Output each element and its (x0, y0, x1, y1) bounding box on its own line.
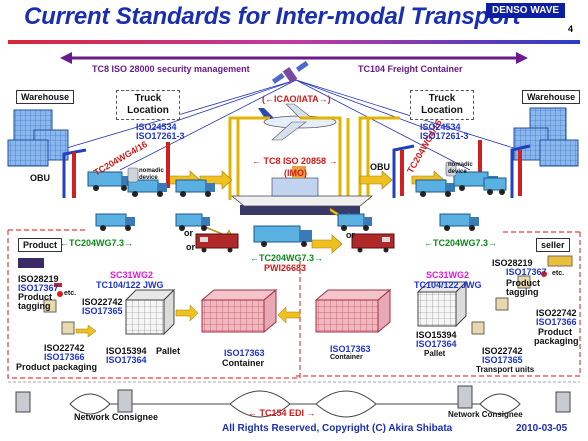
seller-panel-graphics (277, 255, 573, 335)
product-iso22742-b: ISO22742 (44, 343, 85, 353)
icao-iata-label: (←ICAO/IATA→) (262, 94, 331, 104)
right-truck-location-line2: Location (421, 105, 463, 116)
left-truck-location: Truck Location (116, 90, 180, 120)
seller-tagging-line1: Product (506, 278, 541, 288)
port-cranes (228, 116, 400, 200)
seller-iso17365: ISO17365 (482, 355, 523, 365)
network-consignee-right: Network Consignee (448, 410, 523, 419)
product-tc104-jwg: TC104/122 JWG (96, 280, 164, 290)
product-iso17367: ISO17367 (18, 283, 59, 293)
nomadic-devices (127, 161, 457, 183)
seller-etc: etc. (552, 270, 565, 277)
product-tagging-line2: tagging (18, 301, 51, 311)
security-arrow (60, 52, 528, 64)
right-warehouse-label: Warehouse (522, 90, 581, 104)
seller-label: seller (536, 238, 570, 252)
network-consignee-left: Network Consignee (74, 412, 159, 422)
freight-container-label: TC104 Freight Container (358, 64, 463, 74)
title-underline (8, 40, 580, 44)
trucks (87, 171, 507, 247)
left-iso17261: ISO17261-3 (136, 131, 185, 141)
seller-pallet-label: Pallet (424, 349, 446, 358)
copyright-footer: All Rights Reserved, Copyright (C) Akira… (222, 423, 453, 434)
product-sc31wg2: SC31WG2 (110, 270, 154, 280)
right-nomadic-label: nomadic device (448, 162, 473, 175)
trains (195, 233, 395, 253)
page-number: 4 (568, 24, 574, 34)
left-obu-label: OBU (30, 173, 50, 183)
seller-iso22742-b: ISO22742 (482, 346, 523, 356)
right-or-label: or (346, 230, 355, 240)
product-pallet-label: Pallet (156, 346, 181, 356)
right-tc204-wg73: ←TC204WG7.3→ (424, 238, 498, 248)
seller-iso17366: ISO17366 (536, 317, 577, 327)
rfid-gates (62, 140, 531, 198)
product-label: Product (18, 238, 63, 252)
seller-iso22742-a: ISO22742 (536, 308, 577, 318)
middle-tc204-wg73: ←TC204WG7.3→ (250, 253, 324, 263)
security-management-label: TC8 ISO 28000 security management (92, 64, 250, 74)
seller-tagging-line2: tagging (506, 287, 539, 297)
seller-tc104-jwg: TC104/122 JWG (414, 280, 482, 290)
right-warehouse (513, 107, 579, 167)
product-iso17364: ISO17364 (106, 355, 147, 365)
page-title: Current Standards for Inter-modal Transp… (24, 3, 521, 30)
seller-iso15394: ISO15394 (416, 330, 457, 340)
product-iso28219: ISO28219 (18, 274, 59, 284)
product-iso22742-a: ISO22742 (82, 297, 123, 307)
left-tc204-wg73: ←TC204WG7.3→ (60, 238, 134, 248)
right-iso24534: ISO24534 (420, 122, 461, 132)
tc154-edi-label: ← TC154 EDI → (248, 408, 316, 418)
right-truck-location: Truck Location (410, 90, 474, 120)
right-obu-label: OBU (370, 162, 390, 172)
seller-container-label: Container (330, 354, 363, 361)
tc8-iso20858-label: ← TC8 ISO 20858 → (252, 156, 338, 166)
left-warehouse (7, 109, 69, 167)
seller-transport-units: Transport units (476, 365, 535, 374)
left-truck-location-line2: Location (127, 105, 169, 116)
seller-packaging-line2: packaging (534, 336, 579, 346)
left-truck-location-line1: Truck (134, 93, 162, 104)
product-panel-graphics (18, 258, 278, 338)
seller-iso17364: ISO17364 (416, 339, 457, 349)
product-tagging-line1: Product (18, 292, 53, 302)
left-iso24534: ISO24534 (136, 122, 177, 132)
right-truck-location-line1: Truck (428, 93, 456, 104)
brand-label: DENSO WAVE (486, 3, 566, 18)
airplane-icon (258, 103, 337, 141)
satellite-icon (271, 60, 309, 84)
product-iso15394: ISO15394 (106, 346, 147, 356)
ship-icon (230, 166, 374, 215)
seller-iso17367: ISO17367 (506, 267, 547, 277)
footer-date: 2010-03-05 (516, 423, 568, 434)
left-or-label: or (184, 228, 193, 238)
product-etc: etc. (64, 290, 77, 297)
seller-packaging-line1: Product (538, 327, 573, 337)
imo-label: (IMO) (284, 168, 307, 178)
left-nomadic-label: nomadic device (139, 168, 164, 181)
product-iso17365: ISO17365 (82, 306, 123, 316)
left-warehouse-label: Warehouse (16, 90, 75, 104)
product-container-label: Container (222, 358, 265, 368)
pwi-label: PWI26683 (264, 263, 307, 273)
seller-iso17363: ISO17363 (330, 344, 371, 354)
right-iso17261: ISO17261-3 (420, 131, 469, 141)
middle-or-label: or (186, 242, 195, 252)
product-iso17366: ISO17366 (44, 352, 85, 362)
product-iso17363: ISO17363 (224, 348, 265, 358)
seller-sc31wg2: SC31WG2 (426, 270, 470, 280)
product-packaging-label: Product packaging (16, 362, 98, 372)
seller-iso28219: ISO28219 (492, 258, 533, 268)
panel-borders (7, 229, 581, 379)
network-graphics (15, 385, 571, 418)
